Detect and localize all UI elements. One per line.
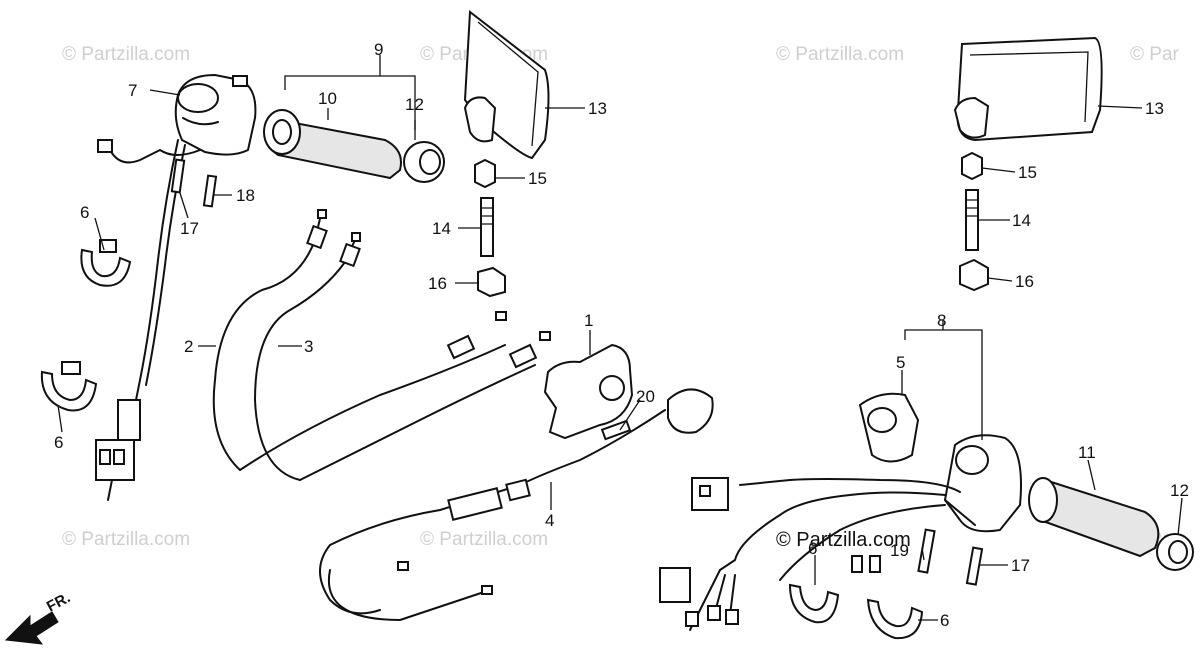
callout-2: 2	[184, 337, 193, 356]
bolt-part	[170, 158, 218, 208]
nut-part	[959, 151, 989, 292]
throttle-cable-part	[212, 209, 551, 481]
right-switch-housing-part	[858, 392, 1022, 533]
callout-17: 17	[1011, 556, 1030, 575]
callout-20: 20	[636, 387, 655, 406]
watermark-text-overlay: © Partzilla.com	[776, 529, 911, 551]
front-direction-label: FR.	[44, 589, 73, 615]
callout-labels: 7 9 10 12 13 15 14 16 18 17 6 6 2 3 4 1 …	[54, 40, 1189, 630]
left-switch-housing-part	[95, 73, 257, 501]
callout-18: 18	[236, 186, 255, 205]
watermark-text: © Partzilla.com	[62, 44, 190, 65]
bolt-part	[917, 528, 984, 586]
callout-14: 14	[1012, 211, 1031, 230]
callout-16: 16	[428, 274, 447, 293]
throttle-grip-part	[263, 109, 402, 180]
callout-14: 14	[432, 219, 451, 238]
nut-part	[474, 158, 506, 298]
watermark-text: © Partzilla.com	[420, 529, 548, 550]
watermark-text: © Partzilla.com	[776, 44, 904, 65]
right-grip-part	[1028, 477, 1160, 558]
callout-8: 8	[937, 311, 946, 330]
callout-11: 11	[1078, 443, 1096, 462]
wire-clamp-part	[40, 239, 132, 412]
callout-5: 5	[896, 353, 905, 372]
arrow-forward-icon	[4, 611, 59, 645]
callout-3: 3	[304, 337, 313, 356]
callout-1: 1	[584, 311, 593, 330]
callout-6: 6	[80, 203, 89, 222]
watermark-text: © Partzilla.com	[62, 529, 190, 550]
callout-9: 9	[374, 40, 383, 59]
grip-end-part	[403, 141, 445, 183]
callout-12: 12	[405, 95, 424, 114]
callout-15: 15	[528, 169, 547, 188]
callout-7: 7	[128, 81, 137, 100]
callout-16: 16	[1015, 272, 1034, 291]
mirror-part	[463, 10, 550, 160]
watermark-text-cut: © Par	[1130, 44, 1180, 65]
callout-19: 19	[890, 541, 909, 560]
callout-6: 6	[808, 539, 817, 558]
callout-4: 4	[545, 511, 554, 530]
callout-13: 13	[1145, 99, 1164, 118]
callout-6: 6	[54, 433, 63, 452]
leader-lines	[57, 55, 1183, 621]
mirror-part	[953, 36, 1103, 142]
callout-17: 17	[180, 219, 199, 238]
wire-clamp-part	[788, 583, 924, 640]
bracket-part	[543, 343, 714, 441]
callout-15: 15	[1018, 163, 1037, 182]
callout-13: 13	[588, 99, 607, 118]
callout-10: 10	[318, 89, 337, 108]
grip-end-part	[1156, 533, 1194, 571]
front-direction-marker: FR.	[4, 589, 73, 645]
choke-cable-part	[319, 409, 666, 621]
wiring-harness-part	[659, 477, 961, 631]
callout-12: 12	[1170, 481, 1189, 500]
callout-6: 6	[940, 611, 949, 630]
